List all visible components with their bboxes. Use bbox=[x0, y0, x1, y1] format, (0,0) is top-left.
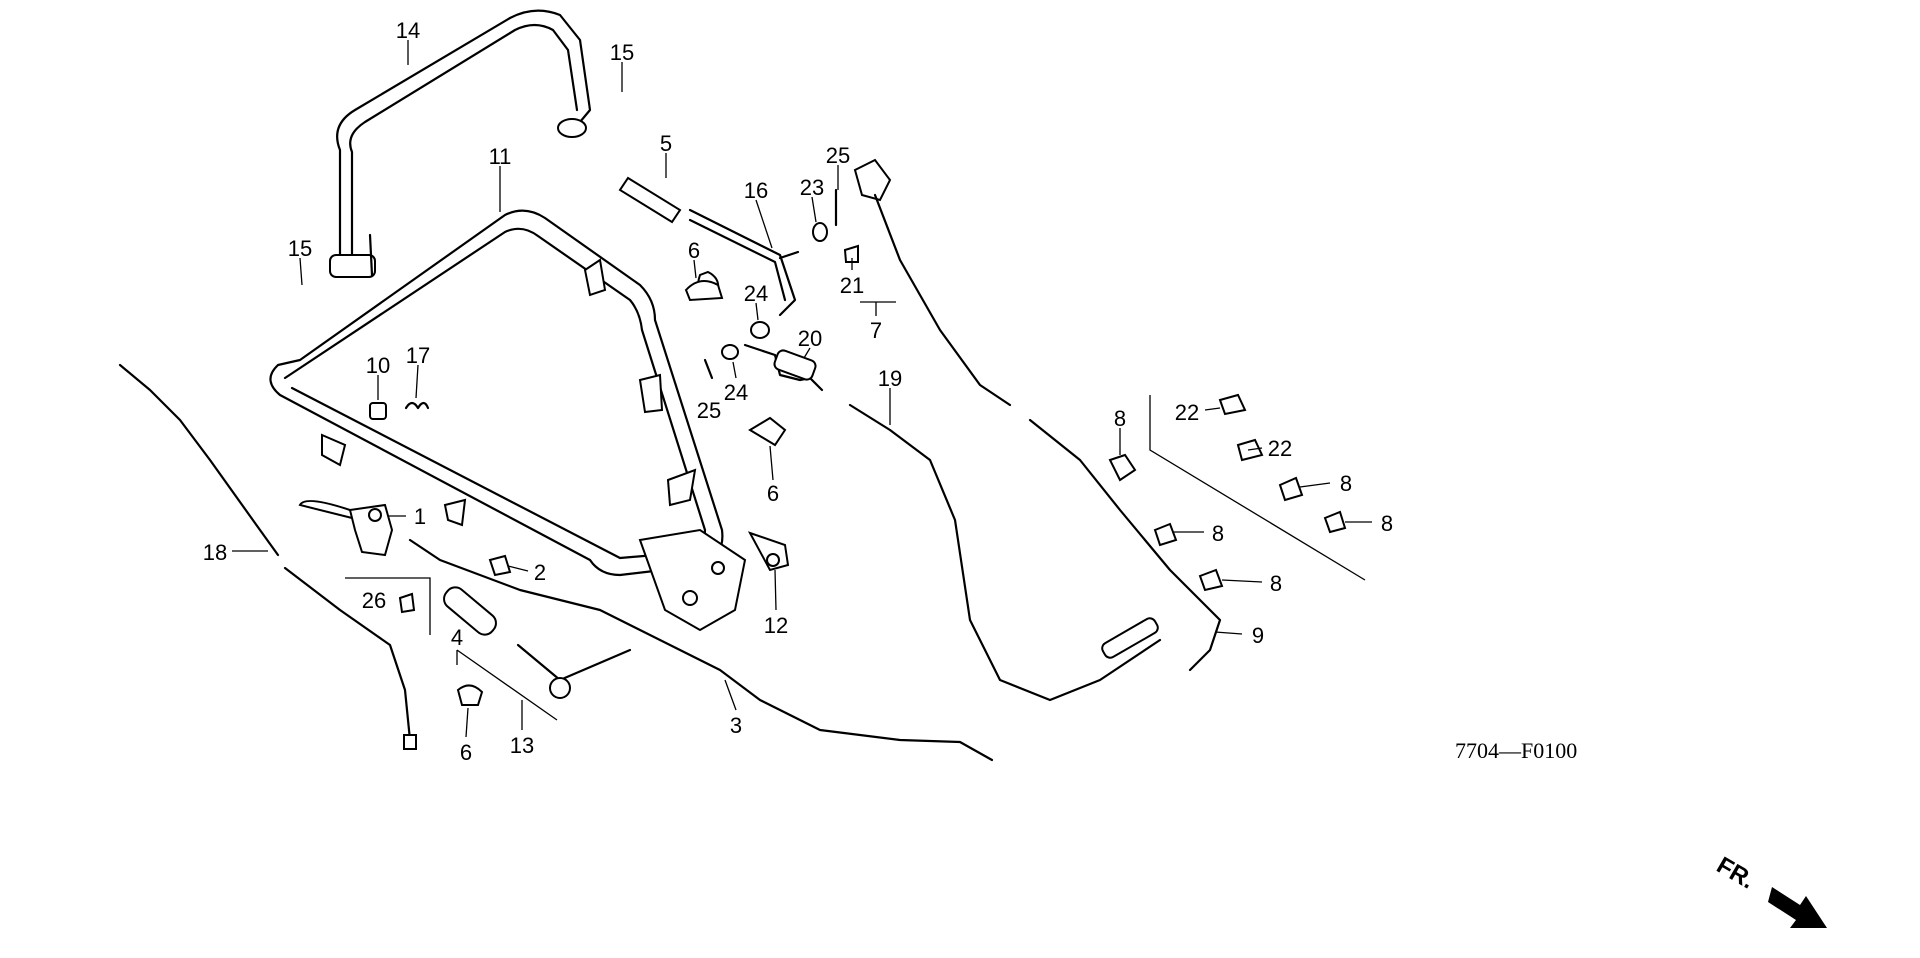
callout-labels: 14 15 15 11 5 16 23 25 21 7 6 24 20 24 2… bbox=[203, 18, 1393, 765]
callout-8: 8 bbox=[1381, 511, 1393, 536]
leader-lines bbox=[232, 40, 1372, 738]
diagram-code: 7704—F0100 bbox=[1455, 738, 1577, 763]
callout-21: 21 bbox=[840, 273, 864, 298]
callout-8: 8 bbox=[1114, 406, 1126, 431]
lever-16 bbox=[688, 208, 800, 317]
callout-25: 25 bbox=[826, 143, 850, 168]
bolt-5 bbox=[618, 176, 682, 224]
callout-3: 3 bbox=[730, 713, 742, 738]
lower-handle bbox=[269, 209, 747, 632]
callout-14: 14 bbox=[396, 18, 420, 43]
callout-22: 22 bbox=[1268, 436, 1292, 461]
callout-8: 8 bbox=[1212, 521, 1224, 546]
clips bbox=[1108, 393, 1347, 592]
front-arrow-icon bbox=[1768, 887, 1827, 928]
callout-6: 6 bbox=[767, 481, 779, 506]
callout-16: 16 bbox=[744, 178, 768, 203]
upper-handle bbox=[329, 9, 592, 278]
callout-22: 22 bbox=[1175, 400, 1199, 425]
callout-25: 25 bbox=[697, 398, 721, 423]
callout-20: 20 bbox=[798, 326, 822, 351]
callout-13: 13 bbox=[510, 733, 534, 758]
callout-19: 19 bbox=[878, 366, 902, 391]
cables bbox=[118, 193, 1222, 762]
callout-26: 26 bbox=[362, 588, 386, 613]
callout-24: 24 bbox=[744, 281, 768, 306]
callout-24: 24 bbox=[724, 380, 748, 405]
callout-9: 9 bbox=[1252, 623, 1264, 648]
callout-8: 8 bbox=[1270, 571, 1282, 596]
callout-15: 15 bbox=[288, 236, 312, 261]
callout-23: 23 bbox=[800, 175, 824, 200]
callout-2: 2 bbox=[534, 560, 546, 585]
callout-6: 6 bbox=[460, 740, 472, 765]
callout-11: 11 bbox=[489, 144, 512, 169]
small-parts bbox=[298, 158, 892, 706]
front-direction-indicator: FR. bbox=[1712, 852, 1759, 895]
callout-4: 4 bbox=[451, 625, 463, 650]
callout-8: 8 bbox=[1340, 471, 1352, 496]
callout-18: 18 bbox=[203, 540, 227, 565]
callout-15: 15 bbox=[610, 40, 634, 65]
callout-10: 10 bbox=[366, 353, 390, 378]
callout-5: 5 bbox=[660, 131, 672, 156]
callout-1: 1 bbox=[414, 504, 426, 529]
callout-17: 17 bbox=[406, 343, 430, 368]
front-label: FR. bbox=[1712, 852, 1759, 895]
callout-12: 12 bbox=[764, 613, 788, 638]
callout-7: 7 bbox=[870, 318, 882, 343]
callout-6: 6 bbox=[688, 238, 700, 263]
